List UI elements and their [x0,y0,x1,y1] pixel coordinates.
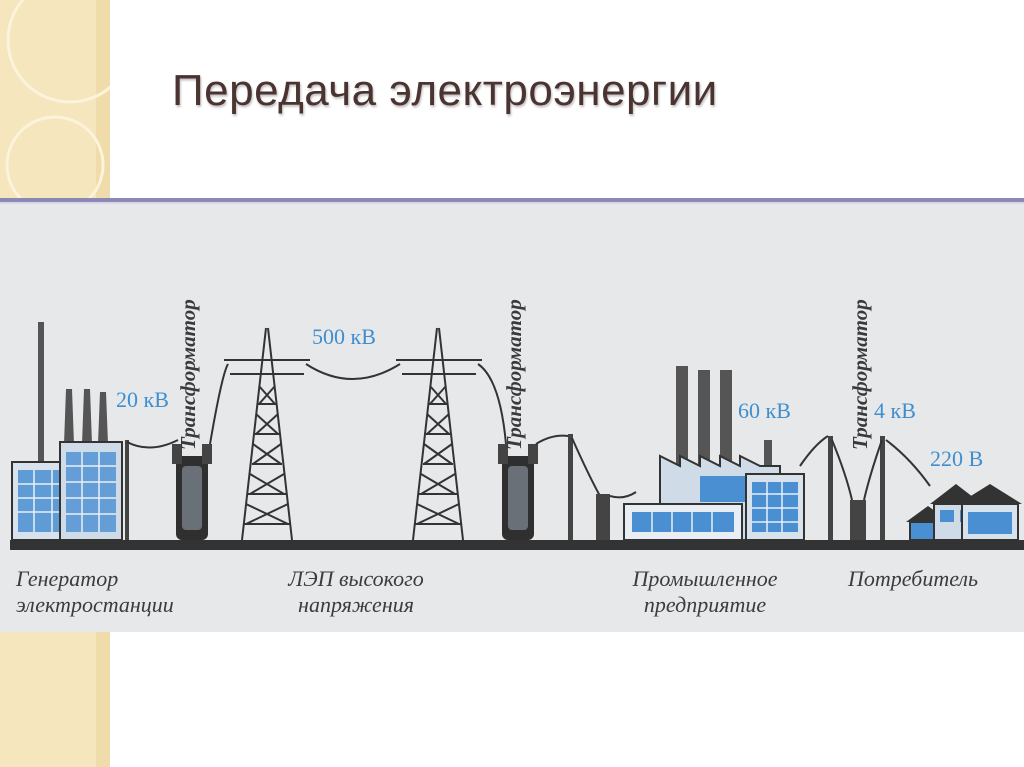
industry-label-line2: предприятие [643,592,767,617]
transmission-tower-2 [396,327,482,541]
transmission-tower-1 [224,327,310,541]
transformer-3-label: Трансформатор [848,299,872,450]
voltage-label-industrial: 60 кВ [738,398,791,423]
line-label-line1: ЛЭП высокого [288,566,424,591]
generator-label: Генератор электростанции [16,566,174,618]
transformer-1-illustration [172,444,212,540]
ground-line [10,540,1024,550]
transformer-2-illustration [498,434,637,540]
voltage-label-line: 500 кВ [312,324,376,349]
voltage-label-local: 4 кВ [874,398,916,423]
power-transmission-diagram: Трансформатор Трансформатор Трансформато… [0,204,1024,632]
plant-tall-chimney [38,322,44,492]
generator-label-line1: Генератор [16,566,119,591]
line-label-line2: напряжения [298,592,414,617]
page-title: Передача электроэнергии [172,66,718,115]
plant-chimney [98,392,108,444]
transformer-1-label: Трансформатор [176,299,200,450]
title-divider-shadow [0,202,1024,204]
industry-label-line1: Промышленное [632,566,778,591]
power-plant-illustration [11,322,179,541]
decorative-circles [5,0,110,200]
plant-chimney [82,389,92,444]
voltage-label-generator: 20 кВ [116,387,169,412]
plant-side-windows [66,452,116,532]
high-voltage-wires [209,363,507,445]
factory-illustration [623,366,829,541]
consumer-houses-illustration [906,484,1022,541]
title-divider [0,198,1024,202]
voltage-label-consumer: 220 В [930,446,984,471]
industry-label: Промышленное предприятие [610,566,800,618]
diagram-graphics [10,322,1024,550]
transformer-3-illustration [828,436,931,540]
line-label: ЛЭП высокого напряжения [268,566,444,618]
transformer-2-label: Трансформатор [502,299,526,450]
consumer-label: Потребитель [848,566,979,591]
generator-label-line2: электростанции [16,592,174,617]
plant-chimney [64,389,74,444]
